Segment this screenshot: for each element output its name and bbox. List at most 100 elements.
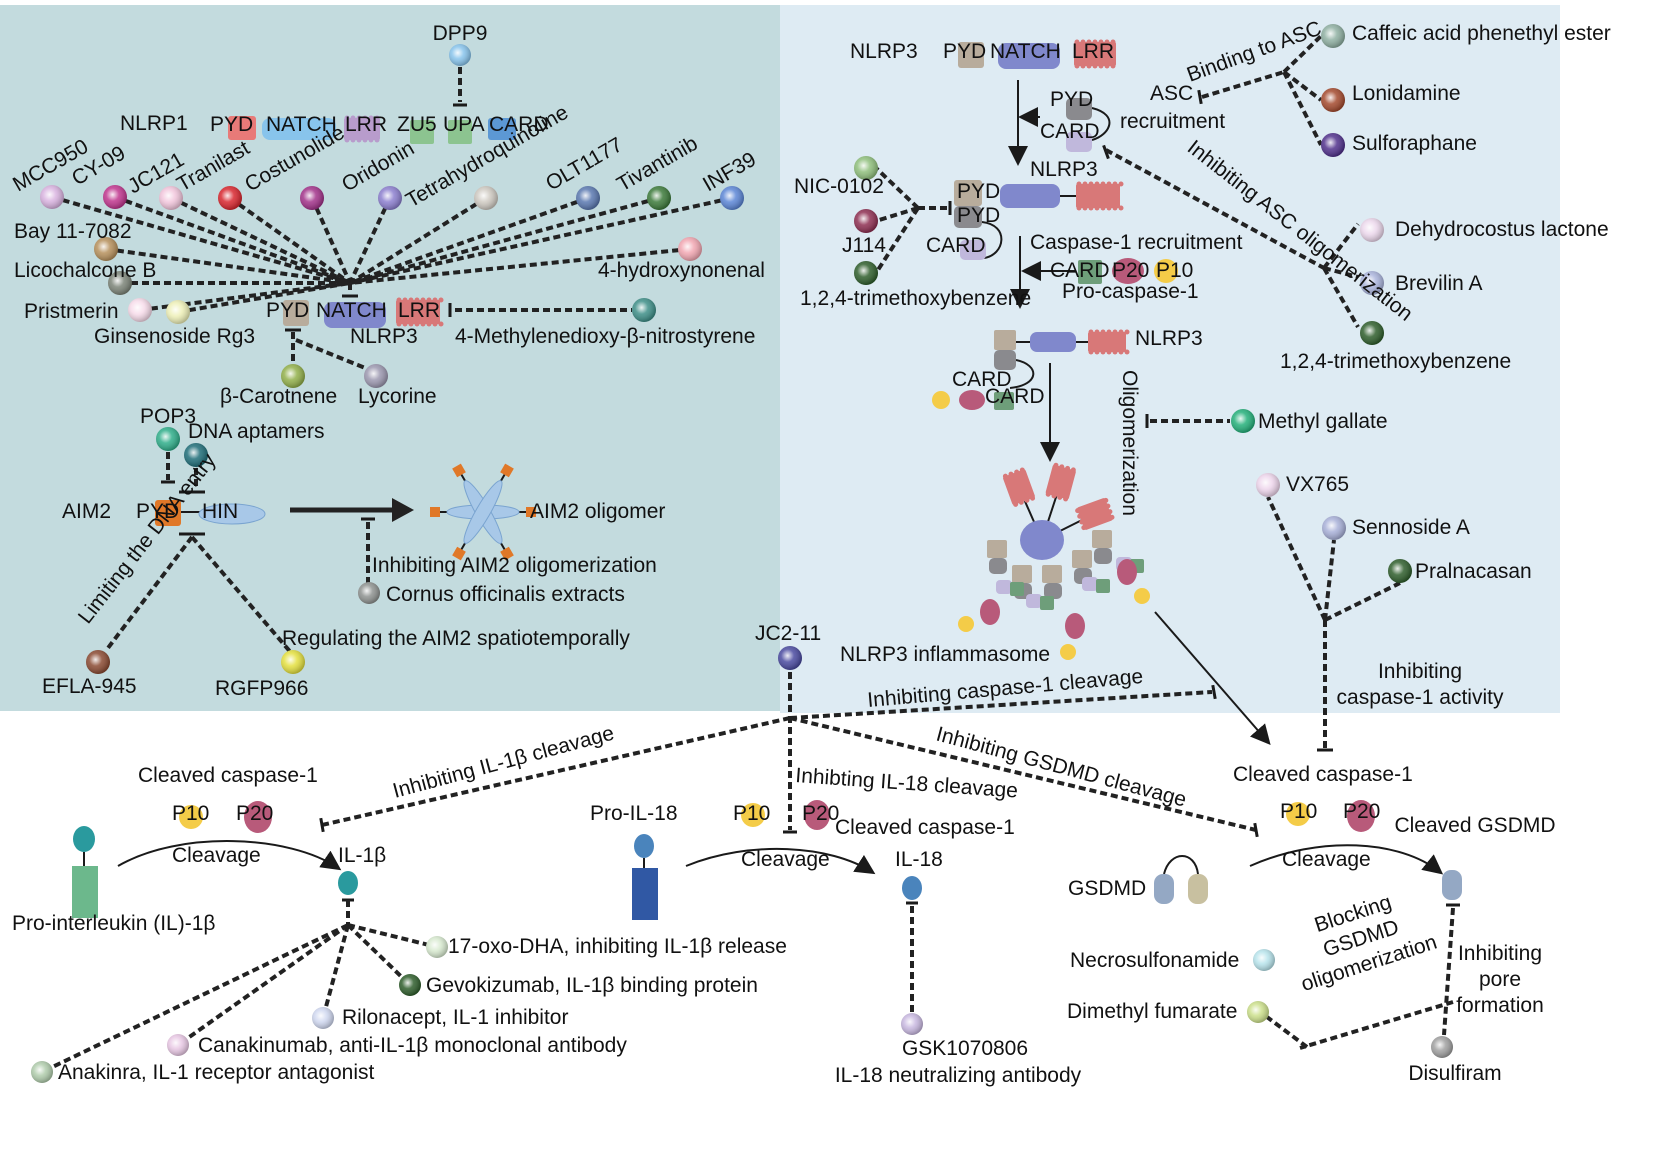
inhibitor-label-mnd: 4-Methylenedioxy-β-nitrostyrene bbox=[455, 325, 755, 348]
nlrp3-mid-lrr-ridge bbox=[1076, 181, 1082, 187]
nlrp3-mid-lrr-ridge bbox=[1076, 205, 1082, 211]
nlrp3-top-domain-pyd: PYD bbox=[943, 40, 986, 63]
gsdmd-cleaved-casp1-label: Cleaved caspase-1 bbox=[1233, 763, 1413, 786]
nlrp1-label: NLRP1 bbox=[120, 112, 188, 135]
nlrp3-top-lrr-ridge bbox=[1086, 63, 1092, 69]
inhibitor-ball-oridonin-shine bbox=[378, 186, 402, 210]
asc-olig-ball-0-shine bbox=[1360, 218, 1384, 242]
nlrp3-mid-pyd-label: PYD bbox=[957, 180, 1000, 203]
inflammasome-lrr bbox=[1045, 462, 1076, 502]
nlrp3-top-domain-natch: NATCH bbox=[990, 40, 1061, 63]
nlrp1-card bbox=[488, 118, 516, 140]
il1b-inhibitor-label-3: Canakinumab, anti-IL-1β monoclonal antib… bbox=[198, 1034, 627, 1057]
inhibitor-label-4-hydroxynonenal: 4-hydroxynonenal bbox=[598, 259, 765, 282]
inflammasome-lrr-ridge bbox=[1045, 491, 1051, 497]
nlrp1-zu5 bbox=[410, 120, 434, 144]
nlrp3-mid-lrr-ridge bbox=[1088, 181, 1094, 187]
fan-line-olt1177 bbox=[349, 196, 589, 285]
procaspase-p10 bbox=[1154, 259, 1178, 283]
nlrp3-mid-lrr-ridge bbox=[1118, 205, 1124, 211]
nlrp3-left-lrr-ridge bbox=[438, 321, 444, 327]
il1b-inhibitor-label-4: Anakinra, IL-1 receptor antagonist bbox=[58, 1061, 375, 1084]
nic-0102-label: NIC-0102 bbox=[794, 175, 884, 198]
nlrp3-third-lrr-ridge bbox=[1094, 329, 1100, 335]
dna-aptamers-label: DNA aptamers bbox=[188, 420, 325, 443]
inflammasome-lrr-ridge bbox=[1065, 465, 1071, 471]
inflammasome-lrr-ridge bbox=[1107, 509, 1113, 515]
disulfiram-ball bbox=[1431, 1036, 1453, 1058]
disulfiram-ball-shine bbox=[1431, 1036, 1453, 1058]
nlrp1-lrr-ridge bbox=[374, 137, 380, 143]
nlrp1-pyd bbox=[228, 116, 256, 140]
nlrp3-left-lrr-ridge bbox=[408, 321, 414, 327]
nlrp3-mid-lrr-ridge bbox=[1106, 205, 1112, 211]
mid-inhibitor-ball-1 bbox=[854, 209, 878, 233]
dimethyl-fumarate-label: Dimethyl fumarate bbox=[1067, 1000, 1237, 1023]
inhibitor-ball-jc121 bbox=[159, 186, 183, 210]
il1b-cleavage-line bbox=[321, 716, 791, 827]
inhibitor-ball-tetrahydroquinoline bbox=[474, 186, 498, 210]
il1b-inhibitor-label-2: Rilonacept, IL-1 inhibitor bbox=[342, 1006, 568, 1029]
nlrp1-domain-card: CARD bbox=[489, 113, 549, 136]
il1b-inhibitor-line bbox=[41, 923, 349, 1074]
nlrp3-third-lrr-ridge bbox=[1100, 349, 1106, 355]
necrosulfonamide-label: Necrosulfonamide bbox=[1070, 949, 1239, 972]
inflammasome-lrr-ridge bbox=[1075, 508, 1081, 514]
asc-olig-ball-0 bbox=[1360, 218, 1384, 242]
nlrp3-left-lrr bbox=[396, 297, 444, 327]
inhibitor-ball-pristmerin bbox=[128, 298, 152, 322]
il18-ball bbox=[902, 876, 922, 900]
mid-inhibitor-ball-0-shine bbox=[854, 156, 878, 180]
fan-line-costunolide bbox=[310, 197, 352, 284]
inflammasome-asc bbox=[989, 558, 1007, 574]
nlrp3-top-lrr-ridge bbox=[1074, 39, 1080, 45]
nlrp3-mid-lrr-ridge bbox=[1094, 181, 1100, 187]
asc-mid-card bbox=[960, 240, 986, 260]
binding-asc-branch bbox=[1282, 34, 1323, 74]
methyl-gallate-ball-shine bbox=[1231, 409, 1255, 433]
cornus-ball bbox=[358, 582, 380, 604]
casp-cleavage-line bbox=[789, 690, 1213, 720]
inhibitor-ball-tetrahydroquinoline-shine bbox=[474, 186, 498, 210]
il1b-inhibitor-ball-3-shine bbox=[167, 1034, 189, 1056]
jc2-11-label: JC2-11 bbox=[755, 622, 821, 645]
gsdmd-cleavage-arrow bbox=[1249, 844, 1444, 875]
nlrp3-left-lrr-ridge bbox=[396, 297, 402, 303]
nlrp3-top-label: NLRP3 bbox=[850, 40, 918, 63]
inflammasome-asc bbox=[1044, 583, 1062, 599]
il18-p20-label: P20 bbox=[802, 802, 839, 825]
pro-il1b-body bbox=[72, 866, 98, 918]
inhibit-aim2-olig-label: Inhibiting AIM2 oligomerization bbox=[372, 554, 657, 577]
inflammasome-pyd bbox=[1012, 565, 1032, 583]
inhibitor-ball-tivantinib-shine bbox=[647, 186, 671, 210]
inflammasome-casp-card bbox=[1096, 579, 1110, 593]
aim2-oligomer-label: AIM2 oligomer bbox=[530, 500, 665, 523]
dimethyl-fumarate-ball bbox=[1247, 1001, 1269, 1023]
inflammasome-p20 bbox=[1065, 613, 1085, 639]
inhibitor-ball-inf39-shine bbox=[720, 186, 744, 210]
il1b-inhibitor-ball-0 bbox=[426, 936, 448, 958]
il18-p20 bbox=[804, 800, 830, 830]
third-card2-label: CARD bbox=[985, 385, 1045, 408]
nlrp3-top-domain-lrr: LRR bbox=[1072, 40, 1114, 63]
il18-p10-label: P10 bbox=[733, 802, 770, 825]
inflammasome-card bbox=[1026, 594, 1042, 608]
nlrp1-natch bbox=[262, 118, 336, 140]
pop3-ball bbox=[156, 427, 180, 451]
nlrp3-left-lrr-ridge bbox=[420, 321, 426, 327]
oligomerization-label: Oligomerization bbox=[1118, 370, 1141, 516]
regulating-label: Regulating the AIM2 spatiotemporally bbox=[282, 627, 630, 650]
asc-pyd-label: PYD bbox=[1050, 88, 1093, 111]
inhibitor-ball-mcc950-shine bbox=[40, 185, 64, 209]
gsdmd-linker bbox=[1163, 855, 1199, 875]
nlrp3-left-natch bbox=[324, 302, 386, 328]
inhibitor-ball-tranilast bbox=[218, 186, 242, 210]
panel-nlrp1-aim2 bbox=[0, 5, 780, 711]
mid-inhibitor-line bbox=[874, 206, 920, 275]
aim2-oligomer-pyd bbox=[452, 463, 466, 478]
aim2-oligomer-pyd bbox=[452, 546, 466, 561]
inflammasome-pyd bbox=[1042, 565, 1062, 583]
il1b-inhibitor-label-0: 17-oxo-DHA, inhibiting IL-1β release bbox=[448, 935, 787, 958]
nlrp3-mid-lrr-ridge bbox=[1100, 205, 1106, 211]
il1b-inhibitor-ball-4 bbox=[31, 1061, 53, 1083]
